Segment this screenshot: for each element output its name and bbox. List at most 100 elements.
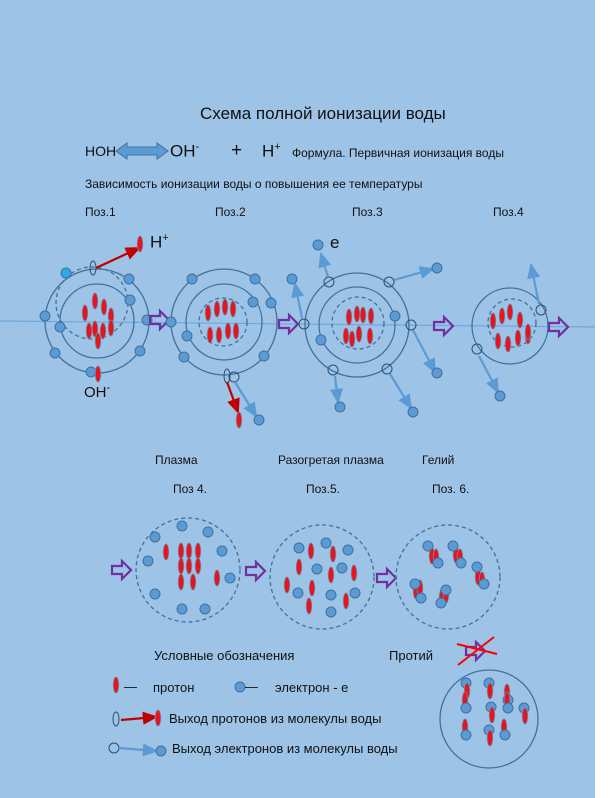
proton <box>366 327 374 345</box>
electron <box>265 297 277 309</box>
formula-oh-text: OH <box>170 141 196 161</box>
proton <box>367 307 375 325</box>
atom-pos-4 <box>471 262 570 402</box>
electron-label: e <box>330 233 340 252</box>
proton <box>235 411 243 429</box>
electron <box>440 584 452 596</box>
electron <box>39 310 51 322</box>
proton <box>100 298 108 316</box>
electron <box>149 588 161 600</box>
proton <box>353 305 361 323</box>
oh-minus-sup: - <box>106 382 111 394</box>
proton <box>359 306 367 324</box>
state-label-heated-plasma: Разогретая плазма <box>278 453 384 467</box>
formula-oh-sup: - <box>195 141 200 153</box>
legend-title: Условные обозначения <box>154 648 295 663</box>
proton <box>81 304 89 322</box>
electron <box>349 587 361 599</box>
proton <box>283 576 291 594</box>
electron <box>315 334 327 346</box>
proton <box>177 557 185 575</box>
proton <box>488 706 496 724</box>
electron <box>123 273 135 285</box>
electron <box>334 401 346 413</box>
formula-caption: Формула. Первичная ионизация воды <box>292 146 504 160</box>
electron-vacancy <box>383 276 395 288</box>
transition-arrow-icon <box>110 558 133 582</box>
proton <box>194 557 202 575</box>
electron <box>499 729 511 741</box>
electron <box>325 606 337 618</box>
electron <box>165 316 177 328</box>
protium-label: Протий <box>389 648 433 663</box>
electron <box>186 273 198 285</box>
electron <box>502 702 514 714</box>
electron <box>311 563 323 575</box>
nucleus-boundary <box>487 298 537 348</box>
legend-dash-proton: — <box>124 679 137 694</box>
electron <box>49 347 61 359</box>
double-arrow-icon <box>115 142 169 160</box>
proton <box>213 300 221 318</box>
proton <box>295 558 303 576</box>
proton <box>154 709 162 727</box>
electron-vacancy <box>535 304 547 316</box>
formula-hoh: HOH <box>85 143 117 159</box>
proton <box>524 323 532 341</box>
proton <box>342 327 350 345</box>
electron-exit-arrow <box>329 375 344 405</box>
electron-orbit <box>304 272 410 378</box>
electron-orbit <box>318 286 396 364</box>
atom-pos-1 <box>39 235 171 383</box>
proton <box>107 319 115 337</box>
proton <box>307 542 315 560</box>
proton <box>350 564 358 582</box>
electron-exit-arrow <box>393 266 436 282</box>
state-label-helium: Гелий <box>422 453 455 467</box>
proton <box>305 597 313 615</box>
h-plus-label: H+ <box>150 232 169 253</box>
electron <box>494 390 506 402</box>
electron <box>286 273 298 285</box>
proton <box>308 579 316 597</box>
proton <box>189 573 197 591</box>
electron-exit-arrow <box>291 281 305 319</box>
electron <box>216 545 228 557</box>
electron <box>432 557 444 569</box>
subtitle: Зависимость ионизации воды о повышения е… <box>85 177 423 191</box>
position-label-1: Поз.1 <box>85 205 116 219</box>
formula-h-text: H <box>262 141 275 161</box>
transition-arrow-icon <box>547 315 570 339</box>
nucleus-boundary <box>395 524 501 630</box>
legend-proton-exit-label: Выход протонов из молекулы воды <box>169 711 382 726</box>
electron <box>320 537 332 549</box>
proton <box>329 545 337 563</box>
atom-pos-3 <box>286 239 455 418</box>
electron <box>447 540 459 552</box>
legend-dash-electron: — <box>245 679 258 694</box>
h-plus-text: H <box>150 232 163 252</box>
nucleus-boundary <box>198 297 248 347</box>
electron <box>142 555 154 567</box>
electron <box>249 273 261 285</box>
state-label-plasma: Плазма <box>155 453 198 467</box>
cross-line <box>457 636 495 666</box>
formula-h-sup: + <box>274 141 281 153</box>
electron-exit-arrow <box>234 381 258 418</box>
electron-orbit <box>185 283 263 361</box>
position-label-2: Поз.2 <box>215 205 246 219</box>
electron <box>460 702 472 714</box>
electron <box>155 745 167 757</box>
position-label-4b: Поз 4. <box>173 482 208 496</box>
electron-vacancy <box>108 742 120 754</box>
position-label-5: Поз.5. <box>306 482 341 496</box>
nucleus-boundary <box>331 296 385 350</box>
electron <box>181 330 193 342</box>
electron-exit-arrow <box>118 743 159 757</box>
proton <box>498 307 506 325</box>
proton <box>342 592 350 610</box>
position-label-6: Поз. 6. <box>432 482 470 496</box>
proton <box>215 326 223 344</box>
electron <box>455 557 467 569</box>
